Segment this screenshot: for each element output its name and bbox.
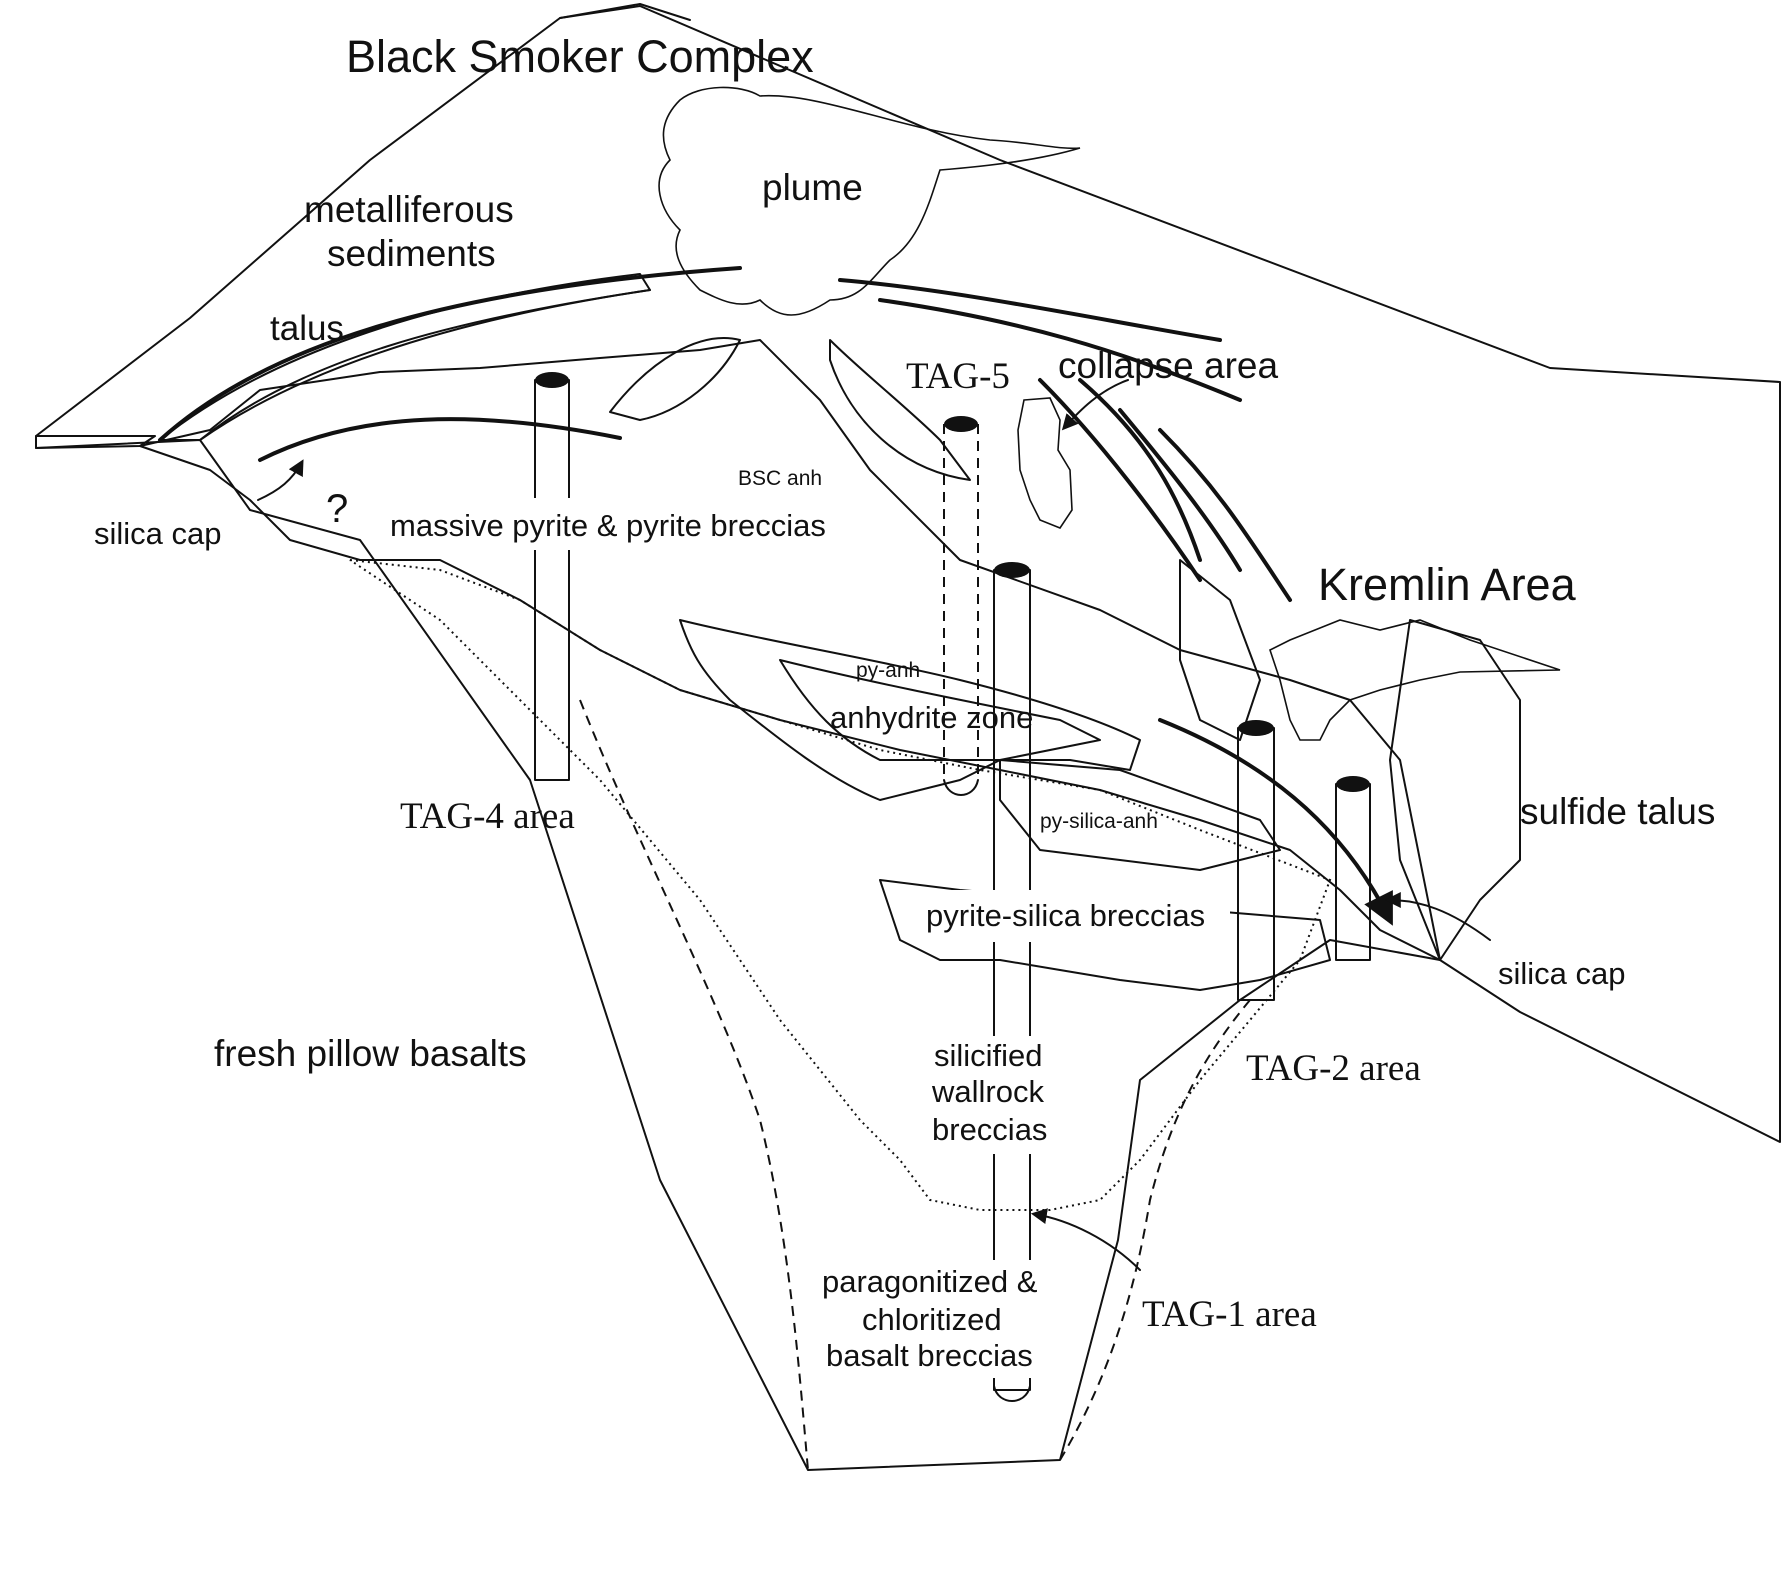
arc-3	[1038, 378, 1202, 582]
bsc-anh-label: BSC anh	[738, 467, 822, 490]
metalliferous-label-2: sediments	[327, 233, 496, 274]
chimney-fan-right	[829, 339, 971, 481]
talus-label: talus	[270, 309, 344, 348]
collapse-arrow	[1061, 379, 1129, 431]
question-mark: ?	[326, 487, 348, 531]
silicified-label-2: wallrock	[931, 1074, 1044, 1109]
chimney-fan-left	[609, 337, 741, 421]
silica-cap-left-label: silica cap	[94, 516, 222, 551]
anhydrite-zone-shape	[679, 619, 1141, 801]
silicified-box	[930, 1036, 1054, 1154]
tag1-arrow	[1030, 1208, 1141, 1271]
drill-hole-tag5	[943, 416, 979, 796]
metalliferous-label-1: metalliferous	[304, 189, 514, 230]
collapse-area-label: collapse area	[1058, 345, 1279, 386]
drill-hole-tag2a	[1237, 720, 1275, 1001]
collapse-area-blob	[1017, 397, 1073, 529]
silicified-label-1: silicified	[934, 1038, 1043, 1073]
massive-pyrite-zone	[139, 339, 1441, 961]
py-silica-anh-label: py-silica-anh	[1040, 810, 1158, 833]
talus-line-upper	[158, 266, 742, 442]
silicified-label-3: breccias	[932, 1112, 1047, 1147]
paragonitized-label-2: chloritized	[862, 1302, 1002, 1337]
top-lip	[559, 3, 691, 21]
flow-arrow-right	[1158, 718, 1393, 926]
anhydrite-zone-label: anhydrite zone	[830, 700, 1033, 735]
tag1-area-label: TAG-1 area	[1142, 1294, 1317, 1335]
stockwork-dotted-zone	[349, 559, 1332, 1211]
flow-arrow-left-head	[257, 459, 304, 501]
mound-outline	[35, 5, 1781, 1471]
sulfide-talus-clast-zone	[1389, 619, 1521, 961]
sulfide-talus-label: sulfide talus	[1520, 791, 1715, 832]
massive-pyrite-label: massive pyrite & pyrite breccias	[390, 508, 826, 543]
talus-line-lower	[199, 289, 651, 441]
anhydrite-zone-white	[779, 659, 1101, 761]
dashed-boundary-right	[1059, 999, 1251, 1461]
plume	[658, 86, 1081, 316]
arc-1	[838, 278, 1222, 342]
silica-cap-right-arrow	[1384, 892, 1491, 941]
kremlin-area-label: Kremlin Area	[1318, 559, 1577, 610]
paragonitized-box	[816, 1260, 1060, 1378]
arc-2	[878, 298, 1242, 402]
plume-label: plume	[762, 167, 863, 208]
tag4-area-label: TAG-4 area	[400, 796, 575, 837]
drill-hole-tag2b	[1335, 776, 1371, 961]
py-anh-label: py-anh	[856, 659, 920, 682]
drill-hole-tag1	[993, 562, 1031, 1402]
arc-6	[1078, 378, 1202, 562]
drill-hole-tag4	[534, 372, 570, 781]
bsc-anh-box	[728, 460, 838, 492]
arc-4	[1118, 408, 1242, 572]
talus-band	[159, 273, 651, 441]
fresh-pillow-basalts-label: fresh pillow basalts	[214, 1033, 527, 1074]
kremlin-chimneys	[1269, 619, 1561, 741]
title: Black Smoker Complex	[346, 31, 814, 82]
paragonitized-label-1: paragonitized &	[822, 1264, 1038, 1299]
tag2-area-label: TAG-2 area	[1246, 1048, 1421, 1089]
kremlin-clast-zone	[1179, 559, 1261, 741]
pyrite-silica-breccias-label: pyrite-silica breccias	[926, 898, 1205, 933]
tag5-label: TAG-5	[906, 356, 1010, 397]
arc-5	[1158, 428, 1292, 602]
flow-arrow-left	[258, 417, 622, 462]
pyrite-silica-breccias-box	[914, 890, 1230, 942]
py-silica-anh-zone	[999, 759, 1281, 871]
dashed-boundary-left	[579, 699, 809, 1471]
massive-pyrite-box	[376, 498, 856, 550]
silica-cap-right-label: silica cap	[1498, 956, 1626, 991]
paragonitized-label-3: basalt breccias	[826, 1338, 1033, 1373]
